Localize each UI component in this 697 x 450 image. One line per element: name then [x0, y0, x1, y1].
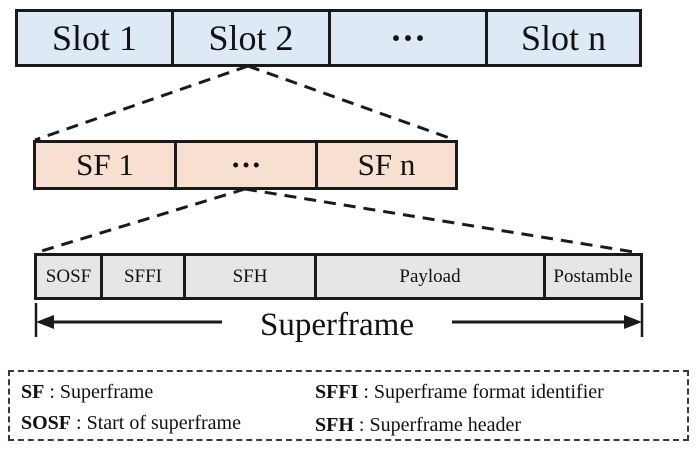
- segment-payload: Payload: [314, 253, 546, 300]
- sf-expand-left: [34, 187, 246, 255]
- legend-sffi-abbr: SFFI: [315, 381, 359, 403]
- superframe-span-label: Superframe: [222, 305, 452, 345]
- sf-1: SF 1: [33, 140, 177, 190]
- segment-sfh: SFH: [183, 253, 317, 300]
- legend-sosf: SOSF : Start of superframe: [21, 411, 241, 435]
- legend-sf: SF : Superframe: [21, 380, 153, 404]
- legend-sosf-abbr: SOSF: [21, 412, 72, 434]
- sf-ellipsis: ···: [174, 140, 318, 190]
- segment-postamble: Postamble: [543, 253, 643, 300]
- segment-sosf: SOSF: [34, 253, 103, 300]
- legend-sf-abbr: SF: [21, 381, 45, 403]
- segment-sffi: SFFI: [100, 253, 186, 300]
- legend-sfh-abbr: SFH: [315, 414, 354, 436]
- slot-1: Slot 1: [15, 9, 174, 67]
- legend-sfh-text: : Superframe header: [353, 414, 522, 436]
- legend-box: SF : Superframe SOSF : Start of superfra…: [8, 370, 689, 441]
- legend-sffi: SFFI : Superframe format identifier: [315, 380, 604, 404]
- legend-sosf-text: : Start of superframe: [71, 412, 241, 434]
- legend-sf-text: : Superframe: [44, 381, 154, 403]
- sf-expand-right: [244, 187, 641, 255]
- legend-sffi-text: : Superframe format identifier: [358, 381, 604, 403]
- sf-n: SF n: [315, 140, 458, 190]
- slot-expand-left: [34, 64, 249, 142]
- slot-n: Slot n: [485, 9, 642, 67]
- legend-sfh: SFH : Superframe header: [315, 413, 521, 437]
- slot-expand-right: [247, 64, 456, 142]
